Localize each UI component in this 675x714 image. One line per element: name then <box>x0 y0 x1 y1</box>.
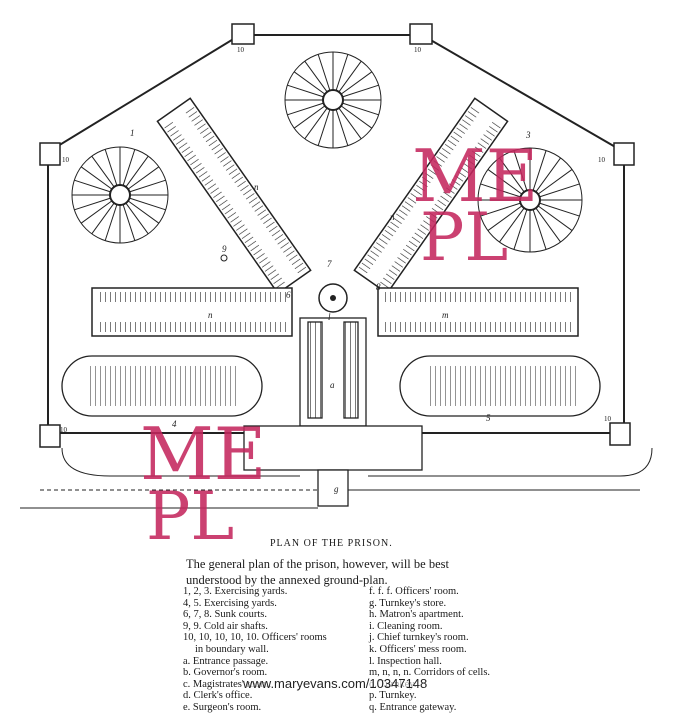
wing-upper-right <box>353 97 509 295</box>
prison-ground-plan: 10 10 10 10 10 10 <box>20 23 653 509</box>
legend-item: 4, 5. Exercising yards. <box>183 597 277 609</box>
central-block <box>243 317 423 507</box>
label-10: 10 <box>62 156 70 164</box>
legend-item: m, n, n, n. Corridors of cells. <box>369 667 491 679</box>
label-inspection-hall: l <box>328 312 331 322</box>
oval-yard-4 <box>61 355 263 417</box>
legend-item: f. f. f. Officers' room. <box>369 586 459 597</box>
label-10: 10 <box>604 415 612 423</box>
wing-right <box>377 287 579 337</box>
label-corridor-n: n <box>390 212 395 222</box>
watermark-me: ME <box>140 412 267 496</box>
legend-item: j. Chief turnkey's room. <box>369 632 469 644</box>
legend-left: 1, 2, 3. Exercising yards.4, 5. Exercisi… <box>183 586 327 714</box>
radial-yard <box>477 147 583 253</box>
label-yard-1: 1 <box>130 128 135 138</box>
legend-item: i. Cleaning room. <box>369 620 443 632</box>
legend-item: 10, 10, 10, 10, 10. Officers' rooms <box>183 632 327 644</box>
label-yard-4: 4 <box>172 419 177 429</box>
radial-yard <box>71 146 169 244</box>
legend-item: q. Entrance gateway. <box>369 701 457 713</box>
intro-paragraph: The general plan of the prison, however,… <box>186 557 449 587</box>
label-10: 10 <box>414 46 422 54</box>
legend-item: 9, 9. Cold air shafts. <box>183 620 268 632</box>
label-corridor-n: n <box>208 310 213 320</box>
legend-item: g. Turnkey's store. <box>369 597 447 609</box>
legend-item: d. Clerk's office. <box>183 690 253 702</box>
plan-title: PLAN OF THE PRISON. <box>270 538 393 549</box>
legend-item: 1, 2, 3. Exercising yards. <box>183 586 288 597</box>
legend-item: b. Governor's room. <box>183 667 268 679</box>
officer-rooms <box>39 23 635 448</box>
radial-yard <box>284 51 382 149</box>
legend-item: a. Entrance passage. <box>183 655 269 667</box>
wing-left <box>91 287 293 337</box>
label-10: 10 <box>60 426 68 434</box>
watermark-pl: PL <box>146 478 235 555</box>
label-court-6: 6 <box>286 290 291 300</box>
watermark-me: ME <box>412 134 539 218</box>
label-shaft-9: 9 <box>222 244 227 254</box>
legend-item: in boundary wall. <box>195 643 269 655</box>
legend-right: f. f. f. Officers' room.g. Turnkey's sto… <box>369 586 490 714</box>
label-court-7: 7 <box>327 259 332 269</box>
label-10: 10 <box>237 46 245 54</box>
label-corridor-m: m <box>442 310 449 320</box>
oval-yard-5 <box>399 355 601 417</box>
label-entrance-passage: a <box>330 380 335 390</box>
watermark-pl: PL <box>420 199 509 276</box>
label-court-8: 8 <box>376 282 381 292</box>
legend-item: 6, 7, 8. Sunk courts. <box>183 609 267 621</box>
label-10: 10 <box>598 156 606 164</box>
wing-upper-left <box>156 97 312 295</box>
legend-item: k. Officers' mess room. <box>369 643 467 655</box>
label-yard-5: 5 <box>486 413 491 423</box>
legend-item: c. Magistrates' room. <box>183 678 272 690</box>
label-gateway: g <box>334 484 339 494</box>
exercising-yards <box>71 51 583 253</box>
legend-item: l. Inspection hall. <box>369 655 442 667</box>
legend-item: p. Turnkey. <box>369 690 417 702</box>
legend-item: e. Surgeon's room. <box>183 701 262 713</box>
label-corridor-n: n <box>254 182 259 192</box>
label-yard-3: 3 <box>525 130 531 140</box>
footer-url: www.maryevans.com/10347148 <box>243 676 428 691</box>
legend-item: h. Matron's apartment. <box>369 609 464 621</box>
